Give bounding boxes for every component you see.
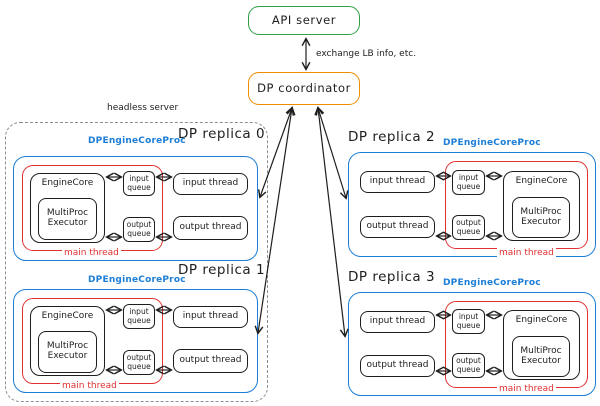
multiproc-executor-label: MultiProc Executor	[520, 206, 562, 227]
exchange-lb-note: exchange LB info, etc.	[316, 49, 417, 59]
api-server-label: API server	[271, 13, 337, 28]
input-queue-label: input queue	[456, 172, 481, 191]
dp-replica-1-output-thread: output thread	[173, 349, 248, 373]
dp-replica-3-panel	[348, 292, 596, 396]
dp-replica-2-input-queue: input queue	[452, 170, 485, 195]
dp-replica-1-input-thread: input thread	[173, 306, 248, 328]
dp-replica-2-title: DP replica 2	[348, 129, 436, 145]
input-queue-label: input queue	[127, 173, 151, 192]
dp-replica-0-title: DP replica 0	[178, 126, 266, 142]
input-queue-label: input queue	[456, 311, 481, 330]
input-thread-label: input thread	[182, 178, 239, 189]
engine-core-label: EngineCore	[41, 178, 94, 188]
dp-replica-3-proc-label: DPEngineCoreProc	[443, 278, 541, 288]
arrow-coordinator-replica2	[318, 108, 346, 198]
dp-replica-3-input-queue: input queue	[452, 309, 485, 334]
input-thread-label: input thread	[182, 311, 239, 322]
multiproc-executor-label: MultiProc Executor	[46, 208, 89, 228]
output-queue-label: output queue	[456, 217, 481, 236]
output-thread-label: output thread	[366, 360, 429, 371]
dp-replica-0-input-thread: input thread	[173, 173, 248, 195]
dp-replica-0-output-queue: output queue	[123, 217, 155, 242]
dp-replica-3-output-thread: output thread	[360, 355, 435, 377]
dp-replica-0-input-queue: input queue	[123, 171, 155, 196]
multiproc-executor-label: MultiProc Executor	[46, 341, 89, 361]
arrow-coordinator-replica3	[318, 108, 345, 336]
dp-replica-1-main-thread-label: main thread	[60, 381, 119, 391]
dp-replica-1-proc-label: DPEngineCoreProc	[88, 275, 186, 285]
engine-core-label: EngineCore	[41, 311, 94, 321]
dp-coordinator-node: DP coordinator	[248, 72, 360, 105]
dp-replica-0-proc-label: DPEngineCoreProc	[88, 136, 186, 146]
dp-replica-1-input-queue: input queue	[123, 304, 155, 329]
dp-replica-3-title: DP replica 3	[348, 269, 436, 285]
input-thread-label: input thread	[369, 176, 426, 187]
input-thread-label: input thread	[369, 316, 426, 327]
api-server-node: API server	[248, 6, 360, 35]
dp-replica-3-input-thread: input thread	[360, 311, 435, 333]
dp-replica-2-multiproc-executor: MultiProc Executor	[512, 197, 570, 238]
dp-replica-0-output-thread: output thread	[173, 216, 248, 240]
input-queue-label: input queue	[127, 306, 151, 325]
dp-replica-3-output-queue: output queue	[452, 353, 485, 378]
output-queue-label: output queue	[456, 355, 481, 374]
engine-core-label: EngineCore	[515, 176, 568, 186]
dp-replica-2-proc-label: DPEngineCoreProc	[443, 138, 541, 148]
dp-replica-2-main-thread-label: main thread	[497, 248, 556, 258]
dp-replica-0-multiproc-executor: MultiProc Executor	[38, 198, 97, 240]
dp-replica-2-output-queue: output queue	[452, 215, 485, 240]
dp-replica-1-output-queue: output queue	[123, 350, 155, 375]
output-thread-label: output thread	[366, 221, 429, 232]
headless-server-label: headless server	[107, 103, 179, 113]
output-queue-label: output queue	[126, 352, 152, 371]
dp-replica-2-input-thread: input thread	[360, 171, 435, 193]
output-queue-label: output queue	[126, 219, 152, 238]
output-thread-label: output thread	[179, 355, 242, 366]
dp-replica-1-title: DP replica 1	[178, 262, 266, 278]
engine-core-label: EngineCore	[515, 315, 568, 325]
multiproc-executor-label: MultiProc Executor	[520, 345, 562, 366]
dp-replica-3-main-thread-label: main thread	[497, 384, 556, 394]
dp-replica-0-main-thread-label: main thread	[62, 248, 121, 258]
dp-replica-1-multiproc-executor: MultiProc Executor	[38, 331, 97, 373]
dp-replica-3-multiproc-executor: MultiProc Executor	[512, 336, 570, 377]
dp-coordinator-label: DP coordinator	[257, 81, 351, 96]
dp-replica-1-panel	[13, 289, 258, 393]
dp-replica-2-output-thread: output thread	[360, 216, 435, 238]
output-thread-label: output thread	[179, 222, 242, 233]
